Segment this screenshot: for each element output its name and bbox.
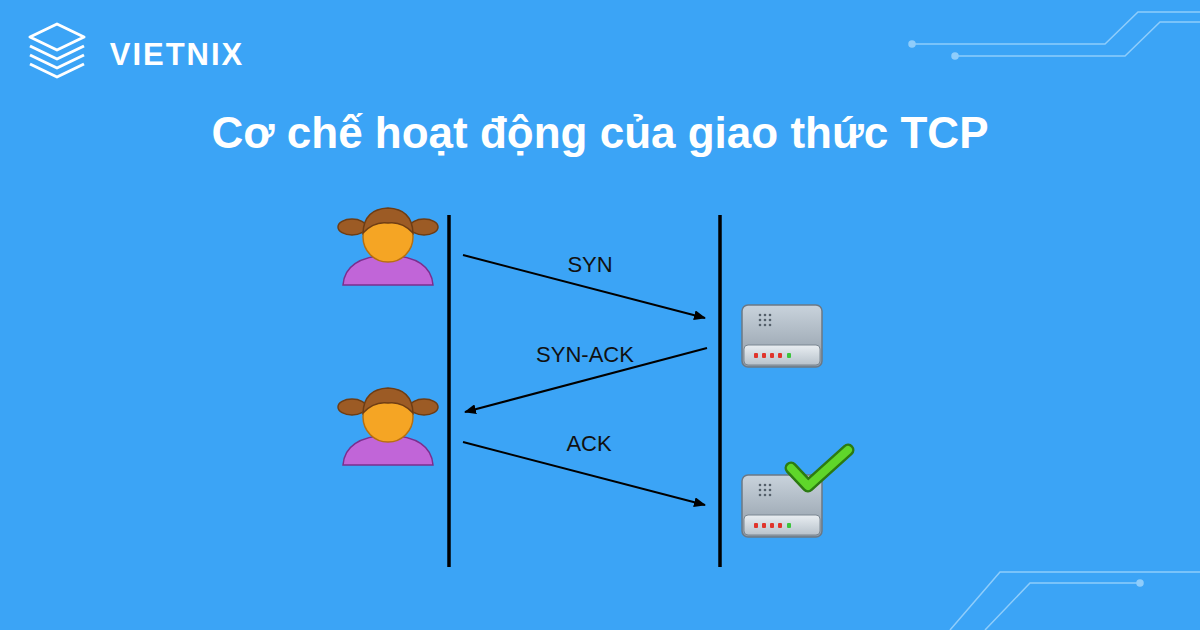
logo-icon [30, 24, 84, 77]
server-timeline [718, 215, 722, 567]
message-label: SYN-ACK [536, 342, 634, 368]
message-label: ACK [566, 431, 611, 457]
brand-name: VIETNIX [110, 37, 245, 73]
check-mark [791, 450, 848, 486]
client-timeline [447, 215, 451, 567]
client-icon [338, 208, 438, 285]
decor-lines [909, 12, 1200, 630]
page-title: Cơ chế hoạt động của giao thức TCP [0, 106, 1200, 160]
server-icon [742, 305, 822, 367]
check-mark [791, 450, 848, 486]
client-icon [338, 388, 438, 465]
message-label: SYN [567, 252, 612, 278]
